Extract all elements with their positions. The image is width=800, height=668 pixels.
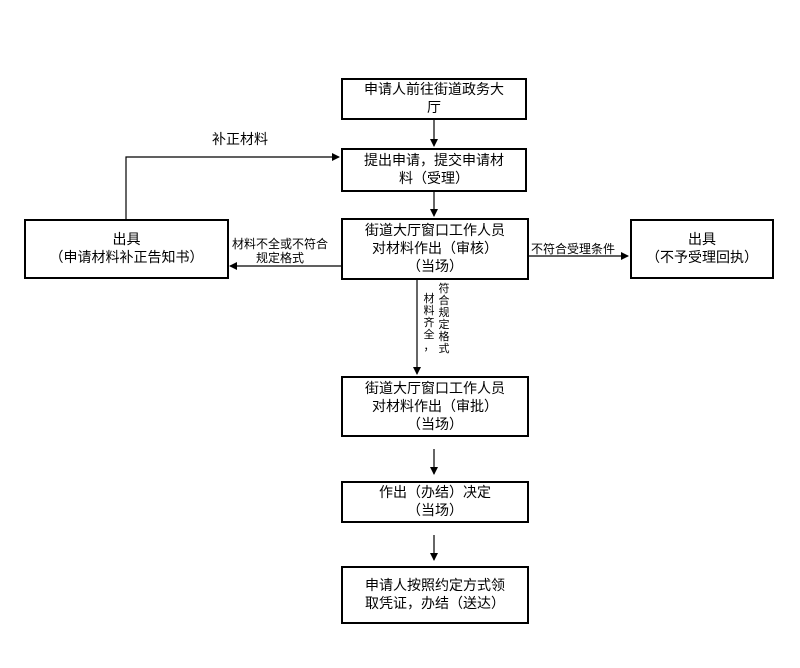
node-decide-line-1: 作出（办结）决定 [379, 485, 491, 501]
label-incomplete: 材料不全或不符合 规定格式 [232, 237, 328, 265]
label-complete-char: 材 [423, 292, 435, 305]
label-complete-col-1: 材 料 齐 全 ， [423, 293, 435, 353]
node-review-line-2: 对材料作出（审核） [372, 241, 498, 257]
label-complete-char: 合 [438, 294, 450, 307]
node-review: 街道大厅窗口工作人员 对材料作出（审核） （当场） [341, 218, 529, 280]
label-complete-char: 定 [438, 318, 450, 331]
label-complete-char: ， [423, 340, 435, 353]
node-apply: 提出申请，提交申请材 料（受理） [341, 148, 527, 192]
label-complete-col-2: 符 合 规 定 格 式 [438, 283, 450, 355]
node-approve-line-3: （当场） [407, 416, 463, 433]
node-approve-line-1: 街道大厅窗口工作人员 [365, 380, 505, 397]
label-supplement: 补正材料 [212, 132, 268, 148]
node-notice-line-2: （申请材料补正告知书） [49, 250, 204, 266]
node-receipt-line-2: （不予受理回执） [646, 250, 758, 266]
node-review-line-3: （当场） [407, 259, 463, 275]
node-collect: 申请人按照约定方式领 取凭证，办结（送达） [341, 566, 529, 624]
label-complete-char: 料 [423, 304, 435, 317]
node-approve-line-2: 对材料作出（审批） [372, 398, 498, 415]
label-complete-char: 规 [438, 306, 450, 319]
node-visit: 申请人前往街道政务大 厅 [341, 78, 527, 120]
node-review-line-1: 街道大厅窗口工作人员 [365, 223, 505, 239]
node-visit-line-2: 厅 [427, 100, 441, 116]
label-incomplete-line-1: 材料不全或不符合 [232, 237, 329, 251]
label-not-eligible: 不符合受理条件 [531, 242, 616, 256]
node-apply-line-1: 提出申请，提交申请材 [364, 153, 504, 169]
label-incomplete-line-2: 规定格式 [256, 251, 305, 265]
node-apply-line-2: 料（受理） [399, 171, 469, 187]
node-collect-line-1: 申请人按照约定方式领 [365, 578, 505, 594]
node-notice-line-1: 出具 [112, 232, 141, 248]
node-receipt: 出具 （不予受理回执） [630, 219, 774, 279]
node-decide-line-2: （当场） [407, 503, 463, 519]
node-notice: 出具 （申请材料补正告知书） [24, 219, 229, 279]
label-complete-char: 式 [438, 342, 450, 355]
label-complete-char: 全 [423, 328, 435, 341]
label-complete-char: 齐 [423, 316, 435, 329]
node-decide: 作出（办结）决定 （当场） [341, 481, 529, 523]
label-complete-char: 符 [438, 282, 450, 295]
label-complete-char: 格 [438, 330, 450, 343]
arrow-supplement-loop [125, 153, 340, 219]
node-receipt-line-1: 出具 [688, 232, 716, 248]
node-collect-line-2: 取凭证，办结（送达） [365, 596, 505, 612]
node-approve: 街道大厅窗口工作人员 对材料作出（审批） （当场） [341, 376, 529, 437]
node-visit-line-1: 申请人前往街道政务大 [364, 82, 504, 98]
